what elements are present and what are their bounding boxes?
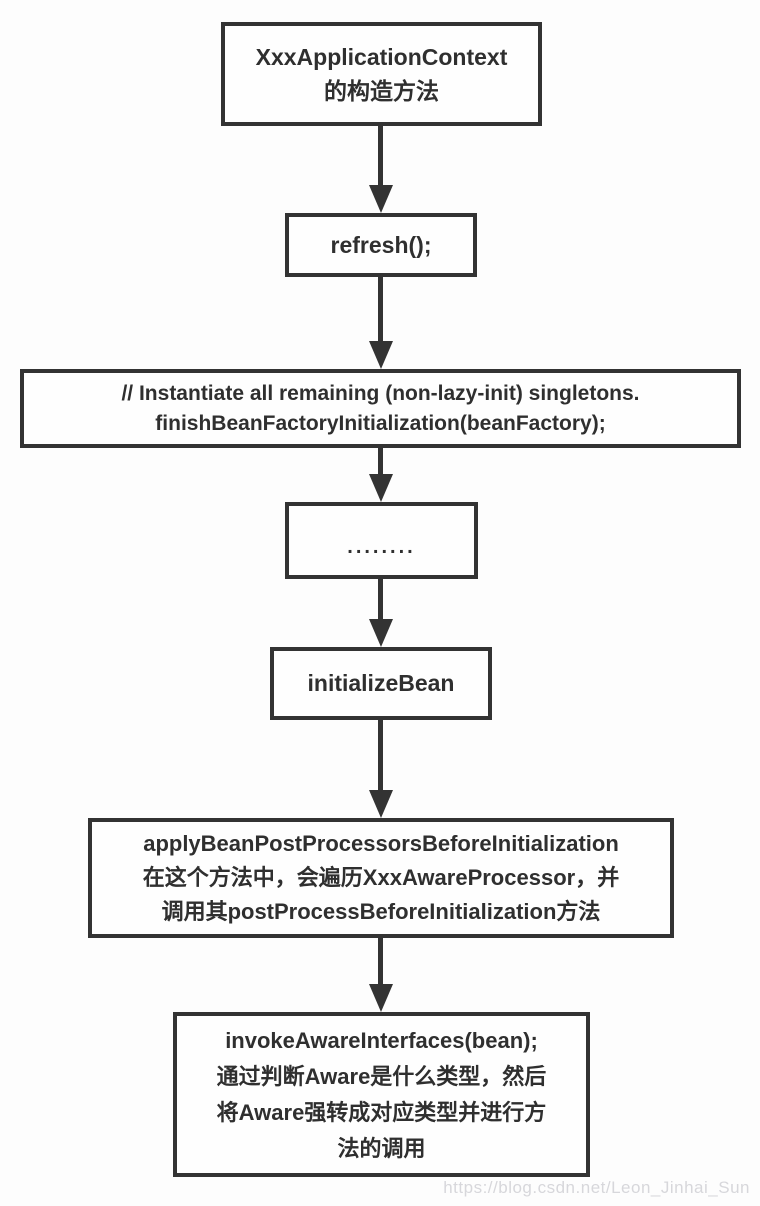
flow-node-finish-bean-factory-init: // Instantiate all remaining (non-lazy-i… bbox=[20, 369, 741, 448]
arrow-down-icon bbox=[368, 619, 393, 647]
flow-connector-arrow bbox=[368, 938, 393, 1012]
flow-connector-arrow bbox=[368, 277, 393, 369]
node-text-line: finishBeanFactoryInitialization(beanFact… bbox=[155, 411, 606, 435]
arrow-stem bbox=[378, 277, 383, 341]
node-text-line: XxxApplicationContext bbox=[255, 44, 508, 70]
arrow-stem bbox=[378, 938, 383, 984]
arrow-stem bbox=[378, 579, 383, 619]
node-text-line: 的构造方法 bbox=[324, 78, 439, 104]
flow-node-apply-bean-post-processors: applyBeanPostProcessorsBeforeInitializat… bbox=[88, 818, 674, 938]
arrow-down-icon bbox=[368, 790, 393, 818]
flow-node-refresh: refresh(); bbox=[285, 213, 477, 277]
flow-connector-arrow bbox=[368, 448, 393, 502]
arrow-down-icon bbox=[368, 185, 393, 213]
node-text-line: 将Aware强转成对应类型并进行方 bbox=[216, 1099, 547, 1125]
flow-node-app-context-constructor: XxxApplicationContext 的构造方法 bbox=[221, 22, 542, 126]
arrow-stem bbox=[378, 448, 383, 474]
flow-node-invoke-aware-interfaces: invokeAwareInterfaces(bean); 通过判断Aware是什… bbox=[173, 1012, 590, 1177]
watermark-text: https://blog.csdn.net/Leon_Jinhai_Sun bbox=[443, 1178, 750, 1197]
node-text-line: initializeBean bbox=[307, 670, 455, 696]
arrow-down-icon bbox=[368, 984, 393, 1012]
flow-node-initialize-bean: initializeBean bbox=[270, 647, 492, 720]
node-text-line: refresh(); bbox=[330, 231, 432, 258]
node-text-line: invokeAwareInterfaces(bean); bbox=[225, 1027, 538, 1053]
arrow-down-icon bbox=[368, 474, 393, 502]
node-text-line: applyBeanPostProcessorsBeforeInitializat… bbox=[143, 831, 619, 856]
flow-node-ellipsis: ........ bbox=[285, 502, 478, 579]
node-text-line: // Instantiate all remaining (non-lazy-i… bbox=[121, 381, 640, 405]
node-text-line: ........ bbox=[347, 536, 416, 558]
node-text-line: 法的调用 bbox=[337, 1135, 426, 1161]
flow-connector-arrow bbox=[368, 126, 393, 213]
flow-connector-arrow bbox=[368, 579, 393, 647]
arrow-stem bbox=[378, 720, 383, 790]
arrow-down-icon bbox=[368, 341, 393, 369]
node-text-line: 在这个方法中，会遍历XxxAwareProcessor，并 bbox=[142, 865, 620, 890]
node-text-line: 调用其postProcessBeforeInitialization方法 bbox=[161, 899, 601, 924]
node-text-line: 通过判断Aware是什么类型，然后 bbox=[216, 1063, 547, 1089]
arrow-stem bbox=[378, 126, 383, 185]
flow-connector-arrow bbox=[368, 720, 393, 818]
